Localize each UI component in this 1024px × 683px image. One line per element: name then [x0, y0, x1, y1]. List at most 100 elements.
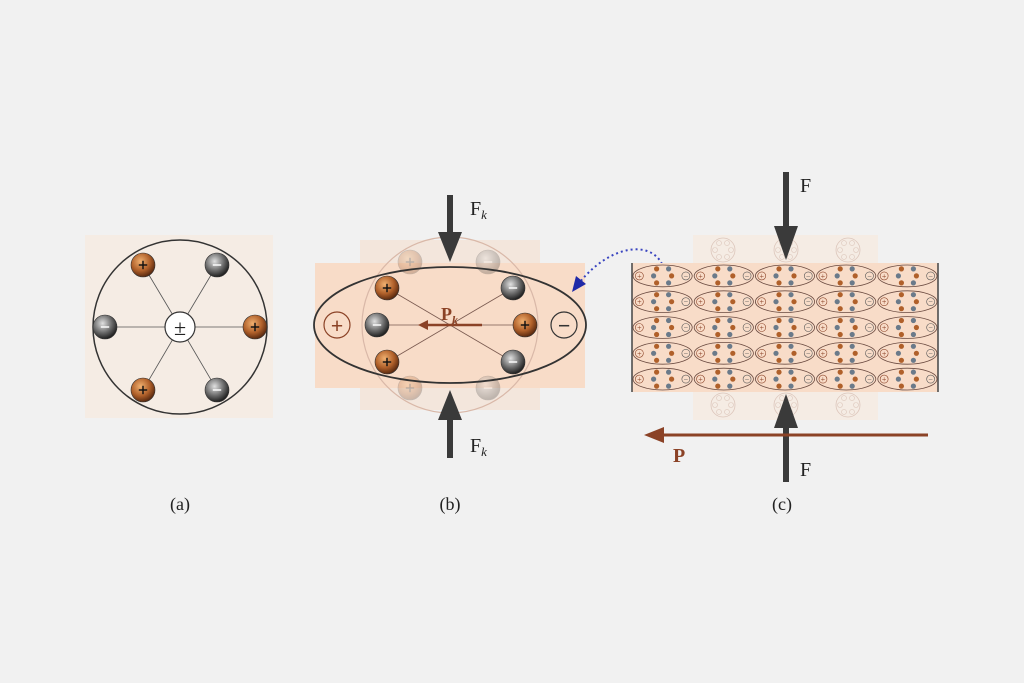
- cation-ion: [837, 357, 843, 363]
- anion-ion: [910, 317, 917, 324]
- cation-ion: [654, 383, 660, 389]
- cation-ion: [837, 306, 843, 312]
- cation-ion: [898, 331, 905, 338]
- svg-text:+: +: [759, 298, 764, 307]
- cation-ion: [715, 331, 721, 338]
- cation-ion: [715, 369, 721, 375]
- force-bottom-shaft: [447, 418, 453, 458]
- cation-ion: [512, 312, 538, 338]
- cation-ion: [715, 317, 721, 324]
- svg-text:−: −: [684, 272, 689, 281]
- cation-ion: [130, 252, 156, 278]
- anion-ion: [910, 292, 917, 298]
- cation-ion: [791, 324, 797, 331]
- faded-unit-cell: [710, 392, 736, 418]
- cation-ion: [837, 317, 843, 324]
- cation-ion: [913, 376, 920, 382]
- svg-text:+: +: [698, 349, 703, 358]
- svg-text:+: +: [821, 298, 826, 307]
- cation-ion: [791, 376, 797, 382]
- cation-ion: [898, 357, 905, 363]
- svg-text:−: −: [745, 298, 750, 307]
- cation-ion: [898, 343, 905, 349]
- caption-c: (c): [772, 494, 792, 515]
- zoom-link-arrowhead: [572, 276, 586, 292]
- force-bottom-head: [774, 394, 798, 428]
- svg-text:−: −: [745, 272, 750, 281]
- anion-ion: [204, 377, 230, 403]
- cation-ion: [837, 292, 843, 298]
- svg-text:+: +: [821, 324, 826, 333]
- cation-ion: [654, 266, 660, 272]
- svg-text:−: −: [806, 298, 811, 307]
- unit-cell: +−: [755, 316, 816, 339]
- svg-text:+: +: [698, 375, 703, 384]
- svg-text:−: −: [867, 349, 872, 358]
- unit-cell: +−: [816, 264, 877, 288]
- unit-cell: +−: [693, 341, 754, 365]
- anion-ion: [834, 273, 840, 279]
- unit-cell: +−: [632, 290, 693, 314]
- anion-ion: [727, 317, 733, 324]
- anion-ion: [849, 343, 855, 349]
- svg-text:−: −: [806, 272, 811, 281]
- svg-text:+: +: [882, 324, 887, 333]
- anion-ion: [849, 331, 855, 338]
- cation-ion: [898, 266, 905, 272]
- unit-cell: +−: [877, 367, 938, 391]
- force-top-shaft: [447, 195, 453, 235]
- cation-ion: [654, 280, 660, 286]
- unit-cell: +−: [755, 264, 816, 288]
- cation-ion: [791, 273, 797, 279]
- cation-ion: [715, 306, 721, 312]
- unit-cell: +−: [693, 367, 754, 391]
- svg-text:−: −: [928, 324, 933, 333]
- cation-ion: [776, 343, 782, 349]
- anion-ion: [910, 331, 917, 338]
- anion-ion: [849, 280, 855, 286]
- svg-text:+: +: [759, 375, 764, 384]
- cation-ion: [776, 331, 782, 338]
- svg-text:−: −: [867, 272, 872, 281]
- svg-text:−: −: [867, 298, 872, 307]
- cation-ion: [837, 369, 843, 375]
- anion-ion: [788, 266, 794, 272]
- anion-ion: [910, 306, 917, 312]
- cation-ion: [669, 376, 675, 382]
- anion-ion: [727, 280, 733, 286]
- svg-text:+: +: [759, 272, 764, 281]
- cation-ion: [730, 376, 736, 382]
- svg-text:+: +: [821, 349, 826, 358]
- unit-cell: +−: [693, 264, 754, 288]
- anion-ion: [666, 331, 672, 338]
- cation-ion: [852, 299, 858, 305]
- anion-ion: [651, 273, 657, 279]
- svg-text:+: +: [882, 298, 887, 307]
- faded-unit-cell: [835, 237, 861, 263]
- anion-ion: [666, 280, 672, 286]
- anion-ion: [788, 357, 794, 363]
- unit-cell: +−: [755, 367, 816, 391]
- unit-cell: +−: [755, 290, 816, 314]
- anion-ion: [788, 331, 794, 338]
- svg-text:+: +: [821, 375, 826, 384]
- anion-ion: [727, 292, 733, 298]
- cation-ion: [669, 324, 675, 331]
- force-top-shaft: [783, 172, 789, 228]
- svg-text:+: +: [637, 324, 642, 333]
- unit-cell: +−: [693, 290, 754, 314]
- anion-ion: [849, 357, 855, 363]
- force-bottom-head: [438, 390, 462, 420]
- panel-a: ± (a): [85, 235, 273, 515]
- anion-ion: [727, 357, 733, 363]
- unit-cell: +−: [877, 316, 938, 339]
- anion-ion: [910, 280, 917, 286]
- cation-ion: [913, 350, 920, 356]
- induced-negative-charge: [550, 311, 578, 339]
- unit-cell: +−: [877, 264, 938, 288]
- anion-ion: [773, 376, 779, 382]
- cation-ion: [776, 292, 782, 298]
- anion-ion: [773, 299, 779, 305]
- anion-ion: [895, 273, 902, 279]
- cation-ion: [837, 383, 843, 389]
